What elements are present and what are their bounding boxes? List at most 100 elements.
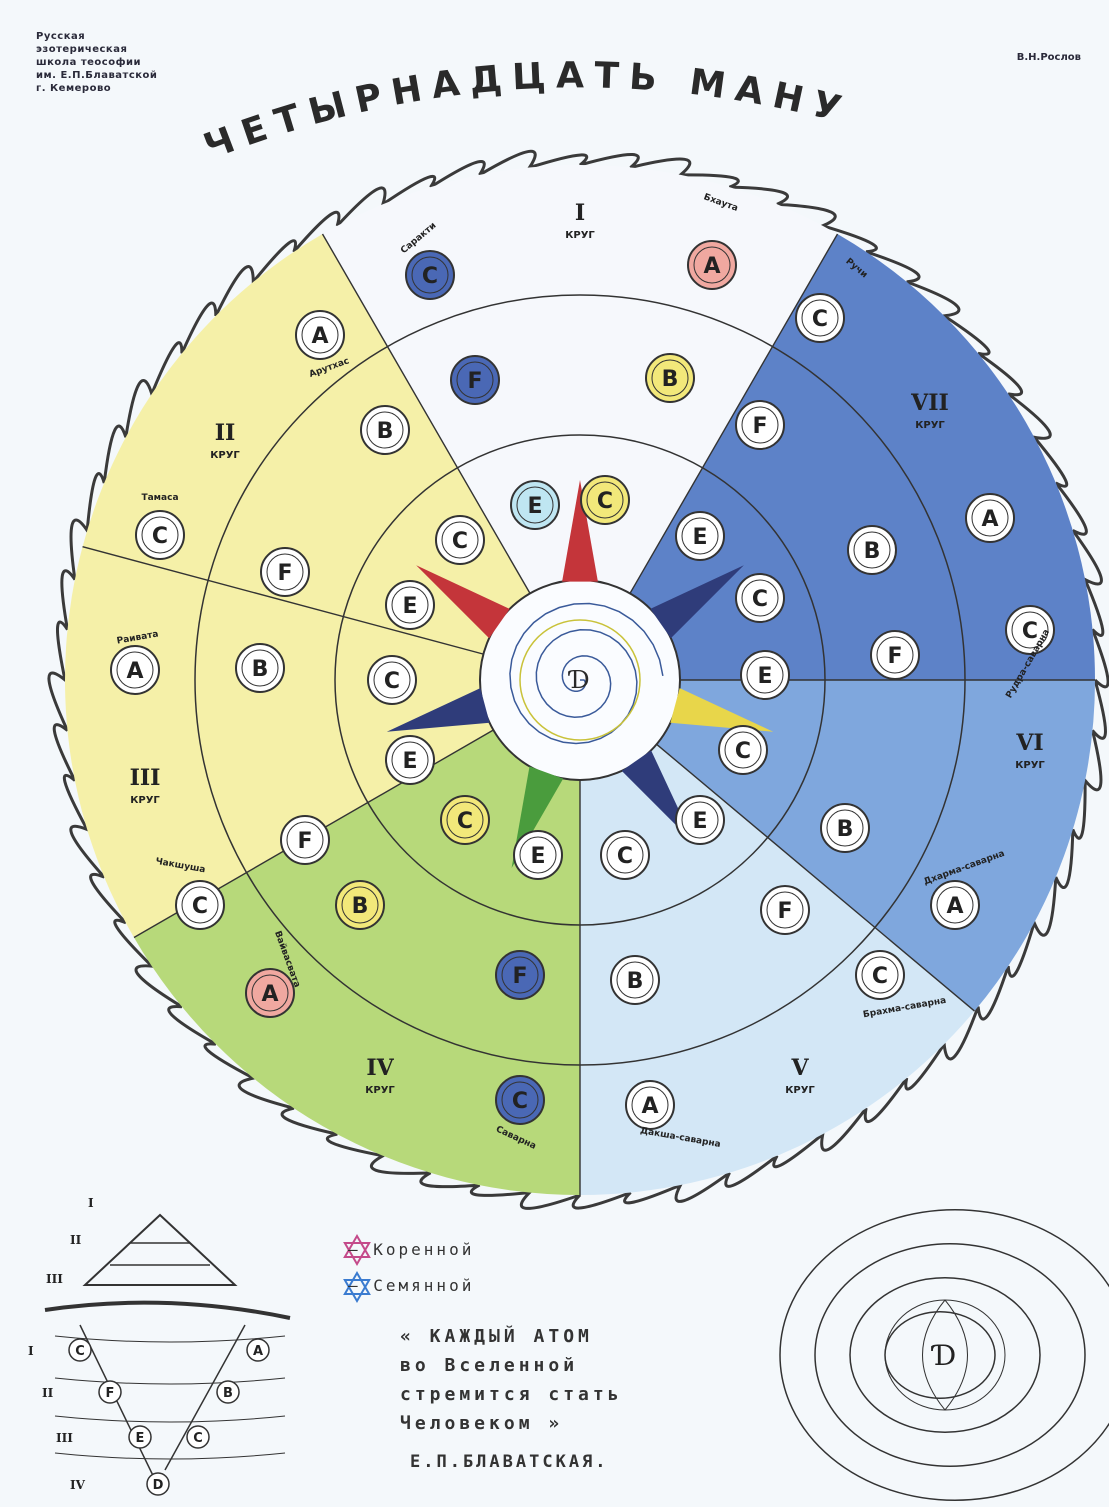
ladder-glyph-letter: F xyxy=(106,1386,115,1401)
quote-line: во Вселенной xyxy=(400,1351,700,1380)
manu-glyph: C xyxy=(601,831,649,879)
round-label: VIIКРУГ xyxy=(910,390,949,431)
manu-glyph: E xyxy=(514,831,562,879)
manu-glyph-letter: E xyxy=(527,494,542,519)
manu-glyph: B xyxy=(361,406,409,454)
manu-glyph-letter: E xyxy=(402,594,417,619)
center-symbol: Ɗ xyxy=(567,666,589,694)
manu-glyph: C xyxy=(176,881,224,929)
manu-glyph: E xyxy=(511,481,559,529)
manu-glyph: A xyxy=(246,969,294,1017)
manu-glyph-letter: A xyxy=(641,1094,658,1119)
manu-glyph: E xyxy=(386,581,434,629)
ladder-glyph-letter: C xyxy=(193,1431,203,1446)
ladder-roman: II xyxy=(42,1386,54,1400)
manu-glyph: F xyxy=(261,548,309,596)
round-numeral: III xyxy=(130,765,161,791)
quote-line: стремится стать xyxy=(400,1380,700,1409)
manu-glyph-letter: F xyxy=(467,369,482,394)
manu-glyph-letter: C xyxy=(735,739,751,764)
manu-glyph: B xyxy=(821,804,869,852)
manu-glyph-letter: C xyxy=(192,894,208,919)
manu-glyph-letter: F xyxy=(512,964,527,989)
ladder-roman: III xyxy=(56,1431,73,1445)
manu-glyph-letter: F xyxy=(297,829,312,854)
pyramid-level-label: II xyxy=(70,1233,82,1247)
manu-glyph: C xyxy=(406,251,454,299)
manu-glyph: C xyxy=(581,476,629,524)
round-numeral: IV xyxy=(366,1055,394,1081)
round-label: IV КРУГ xyxy=(365,1055,395,1096)
manu-glyph: A xyxy=(626,1081,674,1129)
manu-glyph: F xyxy=(496,951,544,999)
manu-glyph-letter: C xyxy=(872,964,888,989)
manu-glyph-letter: F xyxy=(277,561,292,586)
round-word: КРУГ xyxy=(130,795,160,806)
manu-glyph-letter: A xyxy=(311,324,328,349)
manu-glyph-letter: A xyxy=(261,982,278,1007)
manu-glyph: B xyxy=(611,956,659,1004)
pyramid-triangle xyxy=(85,1215,235,1285)
manu-glyph-letter: C xyxy=(512,1089,528,1114)
manu-glyph: C xyxy=(136,511,184,559)
manu-glyph-letter: B xyxy=(864,539,881,564)
round-word: КРУГ xyxy=(365,1085,395,1096)
manu-glyph-letter: C xyxy=(384,669,400,694)
ladder-line xyxy=(55,1378,285,1384)
manu-glyph-letter: C xyxy=(812,307,828,332)
ladder-roman: IV xyxy=(70,1478,86,1492)
quote-line: « КАЖДЫЙ АТОМ xyxy=(400,1322,700,1351)
round-numeral: I xyxy=(575,200,585,226)
manu-glyph-letter: C xyxy=(422,264,438,289)
manu-glyph-letter: B xyxy=(377,419,394,444)
manu-glyph: B xyxy=(236,644,284,692)
manu-glyph-letter: C xyxy=(152,524,168,549)
manu-glyph-letter: C xyxy=(752,587,768,612)
manu-glyph-letter: B xyxy=(837,817,854,842)
round-word: КРУГ xyxy=(210,450,240,461)
round-word: КРУГ xyxy=(1015,760,1045,771)
manu-glyph: F xyxy=(281,816,329,864)
ladder-glyph-letter: E xyxy=(136,1431,145,1446)
legend-root-label: — Коренной xyxy=(348,1240,474,1259)
manu-glyph-letter: E xyxy=(757,664,772,689)
manu-glyph-letter: F xyxy=(777,899,792,924)
round-numeral: II xyxy=(215,420,236,446)
manu-glyph: C xyxy=(856,951,904,999)
sector-name: Тамаса xyxy=(141,493,178,503)
legend-seed-label: — Семянной xyxy=(348,1276,474,1295)
manu-glyph: C xyxy=(441,796,489,844)
manu-glyph: C xyxy=(719,726,767,774)
manu-glyph-letter: F xyxy=(887,644,902,669)
manu-glyph-letter: B xyxy=(627,969,644,994)
round-label: III КРУГ xyxy=(130,765,161,806)
globe-symbol: Ɗ xyxy=(931,1339,956,1372)
ladder-glyph-letter: C xyxy=(75,1344,85,1359)
manu-glyph: C xyxy=(796,294,844,342)
manu-glyph: F xyxy=(736,401,784,449)
manu-glyph-letter: A xyxy=(126,659,143,684)
manu-glyph-letter: B xyxy=(252,657,269,682)
ladder-line xyxy=(55,1453,285,1459)
blavatsky-quote: « КАЖДЫЙ АТОМ во Вселенной стремится ста… xyxy=(400,1322,700,1438)
manu-glyph-letter: B xyxy=(352,894,369,919)
pyramid-level-label: I xyxy=(88,1196,94,1210)
ladder-glyph-letter: A xyxy=(253,1344,263,1359)
manu-glyph: F xyxy=(451,356,499,404)
manu-glyph: B xyxy=(848,526,896,574)
manu-glyph-letter: C xyxy=(452,529,468,554)
ladder-arrow xyxy=(80,1325,160,1490)
manu-glyph: C xyxy=(496,1076,544,1124)
round-word: КРУГ xyxy=(565,230,595,241)
manu-glyph-letter: B xyxy=(662,367,679,392)
manu-glyph: F xyxy=(871,631,919,679)
manu-glyph-letter: F xyxy=(752,414,767,439)
round-numeral: VII xyxy=(910,390,949,416)
manu-glyph: E xyxy=(741,651,789,699)
manu-glyph: C xyxy=(436,516,484,564)
manu-glyph: A xyxy=(688,241,736,289)
manu-glyph-letter: C xyxy=(617,844,633,869)
ladder-line xyxy=(55,1416,285,1422)
manu-glyph: C xyxy=(368,656,416,704)
